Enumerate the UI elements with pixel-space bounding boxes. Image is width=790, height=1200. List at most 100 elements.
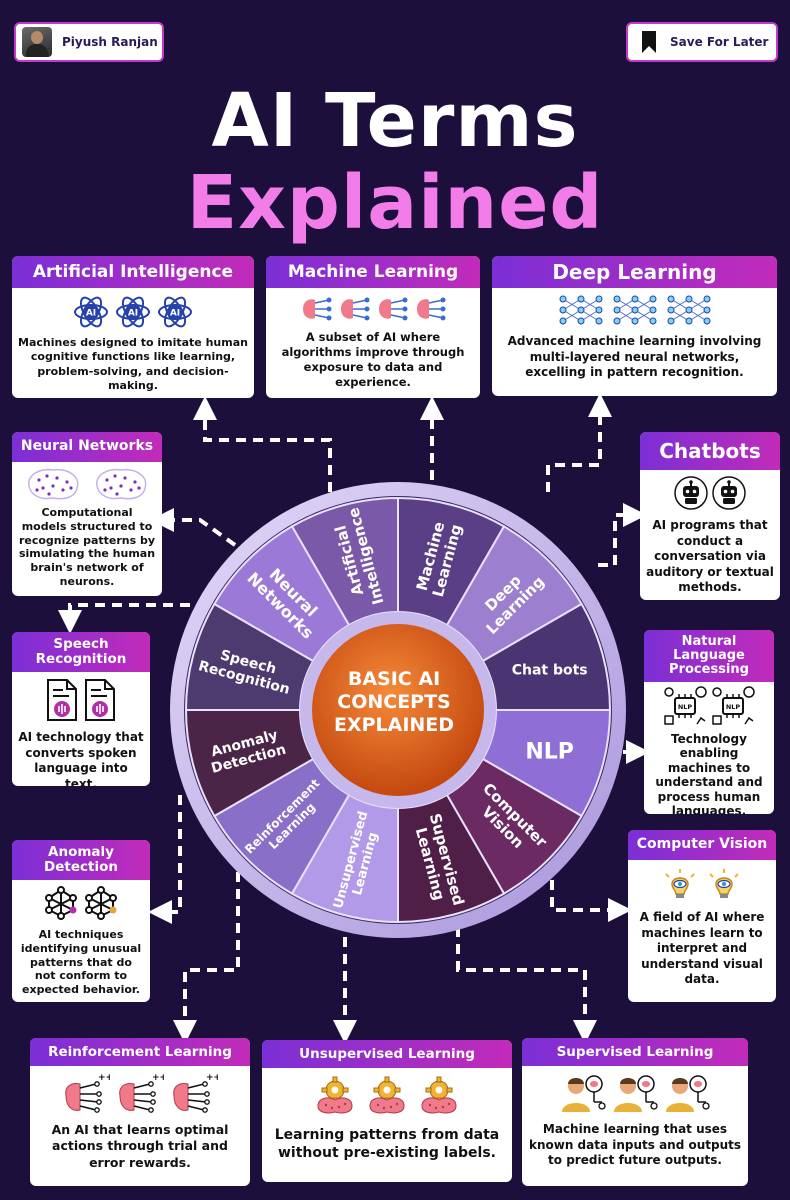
- lightbulb-eye-icon: [709, 869, 739, 898]
- center-title: BASIC AI CONCEPTS EXPLAINED: [312, 668, 476, 736]
- page-title-line1: AI Terms: [211, 78, 579, 164]
- icon-label: ++: [98, 1073, 110, 1083]
- card-description: Machines designed to imitate human cogni…: [18, 336, 248, 392]
- card-icons: [492, 294, 777, 326]
- center-line2: CONCEPTS: [337, 690, 451, 713]
- brain-dots-icon: [96, 468, 147, 500]
- card-icons: AI AI AI: [12, 294, 254, 330]
- icon-label: NLP: [726, 703, 741, 711]
- save-for-later-button[interactable]: Save For Later: [626, 22, 778, 62]
- page-title-line2: Explained: [186, 160, 604, 246]
- card-icons: [522, 1072, 748, 1114]
- icon-label: ++: [152, 1073, 164, 1083]
- person-brain-icon: [562, 1075, 606, 1112]
- author-chip[interactable]: Piyush Ranjan: [14, 22, 164, 62]
- person-brain-icon: [666, 1075, 710, 1112]
- brain-plus-icon: ++: [65, 1073, 110, 1113]
- card-title: Neural Networks: [12, 432, 162, 462]
- card-title: Artificial Intelligence: [12, 256, 254, 288]
- card-machine-learning: Machine Learning A subset of AI where al…: [266, 256, 480, 398]
- card-title: Unsupervised Learning: [262, 1040, 512, 1068]
- card-title: Reinforcement Learning: [30, 1038, 250, 1066]
- robot-icon: [674, 476, 708, 510]
- robot-icon: [712, 476, 746, 510]
- brain-gears-icon: [369, 1076, 405, 1114]
- card-icons: [640, 476, 780, 510]
- card-description: Advanced machine learning involving mult…: [507, 334, 762, 380]
- wheel-segment-label: NLP: [525, 739, 574, 764]
- brain-gears-icon: [317, 1076, 353, 1114]
- card-description: AI technology that converts spoken langu…: [18, 730, 144, 786]
- neural-layers-icon: [613, 295, 656, 325]
- card-chatbots: Chatbots AI programs that conduct a conv…: [640, 432, 780, 600]
- card-icons: [12, 886, 150, 920]
- lightbulb-eye-icon: [665, 869, 695, 898]
- atom-ai-icon: AI: [116, 296, 150, 328]
- neural-layers-icon: [667, 295, 710, 325]
- card-icons: [262, 1076, 512, 1116]
- card-supervised-learning: Supervised Learning Machine learning tha…: [522, 1038, 748, 1186]
- card-icons: NLP NLP: [644, 686, 774, 726]
- brain-network-icon: [303, 297, 332, 321]
- card-description: Machine learning that uses known data in…: [528, 1122, 742, 1168]
- card-title: Natural Language Processing: [644, 630, 774, 682]
- card-description: AI techniques identifying unusual patter…: [20, 928, 142, 996]
- card-description: A subset of AI where algorithms improve …: [281, 330, 465, 389]
- card-title: Anomaly Detection: [12, 840, 150, 880]
- card-icons: [12, 678, 150, 722]
- center-line3: EXPLAINED: [333, 713, 455, 736]
- person-brain-icon: [614, 1075, 658, 1112]
- card-icons: [12, 466, 162, 502]
- brain-gears-icon: [421, 1076, 457, 1114]
- card-description: Learning patterns from data without pre-…: [274, 1127, 500, 1162]
- author-name: Piyush Ranjan: [62, 35, 158, 49]
- audio-document-icon: [85, 679, 115, 721]
- atom-ai-icon: AI: [74, 296, 108, 328]
- card-icons: [266, 294, 480, 324]
- wheel-segment-label: Chat bots: [512, 662, 588, 678]
- card-title: Supervised Learning: [522, 1038, 748, 1066]
- card-description: An AI that learns optimal actions throug…: [51, 1122, 229, 1170]
- brain-plus-icon: ++: [173, 1073, 218, 1113]
- nlp-chip-icon: NLP: [664, 686, 707, 725]
- brain-dots-icon: [28, 468, 79, 500]
- audio-document-icon: [47, 679, 77, 721]
- atom-ai-icon: AI: [158, 296, 192, 328]
- card-description: A field of AI where machines learn to in…: [639, 910, 765, 987]
- card-reinforcement-learning: Reinforcement Learning ++ ++ ++ An AI th…: [30, 1038, 250, 1186]
- bookmark-icon: [642, 31, 656, 53]
- avatar: [22, 27, 52, 57]
- card-computer-vision: Computer Vision A field of AI where mach…: [628, 830, 776, 1002]
- card-title: Speech Recognition: [12, 632, 150, 672]
- card-icons: [628, 868, 776, 900]
- card-natural-language-processing: Natural Language Processing NLP NLP Tech…: [644, 630, 774, 814]
- icon-label: AI: [128, 309, 138, 319]
- card-speech-recognition: Speech Recognition AI technology that co…: [12, 632, 150, 786]
- icon-label: AI: [86, 309, 96, 319]
- icon-label: NLP: [678, 703, 693, 711]
- center-line1: BASIC AI: [347, 668, 441, 690]
- nlp-chip-icon: NLP: [712, 686, 755, 725]
- brain-network-icon: [341, 297, 370, 321]
- card-neural-networks: Neural Networks Computational models str…: [12, 432, 162, 596]
- icon-label: AI: [170, 309, 180, 319]
- icon-label: ++: [206, 1073, 218, 1083]
- card-deep-learning: Deep Learning Advanced machine learning …: [492, 256, 777, 396]
- card-description: Technology enabling machines to understa…: [655, 732, 763, 814]
- brain-network-icon: [417, 297, 446, 321]
- brain-network-icon: [379, 297, 408, 321]
- card-anomaly-detection: Anomaly Detection AI techniques identify…: [12, 840, 150, 1002]
- center-circle: [312, 624, 484, 796]
- save-label: Save For Later: [670, 35, 769, 49]
- card-title: Deep Learning: [492, 256, 777, 288]
- neural-layers-icon: [559, 295, 602, 325]
- card-description: AI programs that conduct a conversation …: [646, 518, 774, 595]
- card-title: Computer Vision: [628, 830, 776, 860]
- network-nodes-icon: [45, 886, 77, 920]
- card-title: Chatbots: [640, 432, 780, 470]
- network-nodes-icon: [85, 886, 117, 920]
- card-icons: ++ ++ ++: [30, 1072, 250, 1114]
- brain-plus-icon: ++: [119, 1073, 164, 1113]
